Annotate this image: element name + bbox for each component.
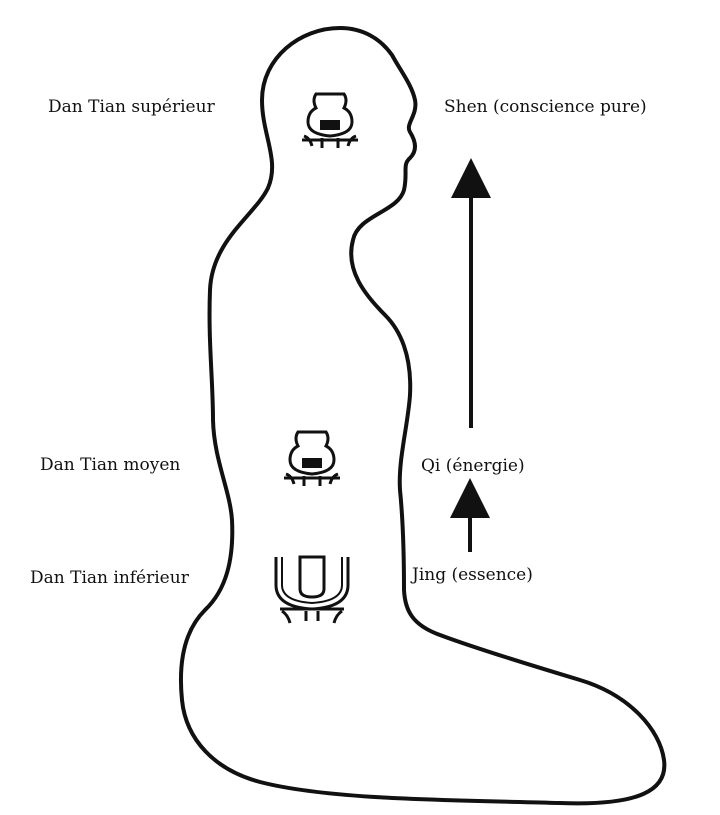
- middle-dantian-label: Dan Tian moyen: [40, 455, 181, 475]
- seated-figure-outline: [178, 26, 667, 806]
- upper-dantian-label: Dan Tian supérieur: [48, 97, 215, 117]
- lower-cauldron-icon: [274, 555, 350, 624]
- upper-cauldron-icon: [302, 92, 358, 148]
- qi-label: Qi (énergie): [421, 456, 525, 476]
- shen-label: Shen (conscience pure): [444, 97, 647, 117]
- middle-cauldron-icon: [284, 430, 340, 486]
- lower-dantian-label: Dan Tian inférieur: [30, 568, 189, 588]
- jing-label: Jing (essence): [412, 565, 533, 585]
